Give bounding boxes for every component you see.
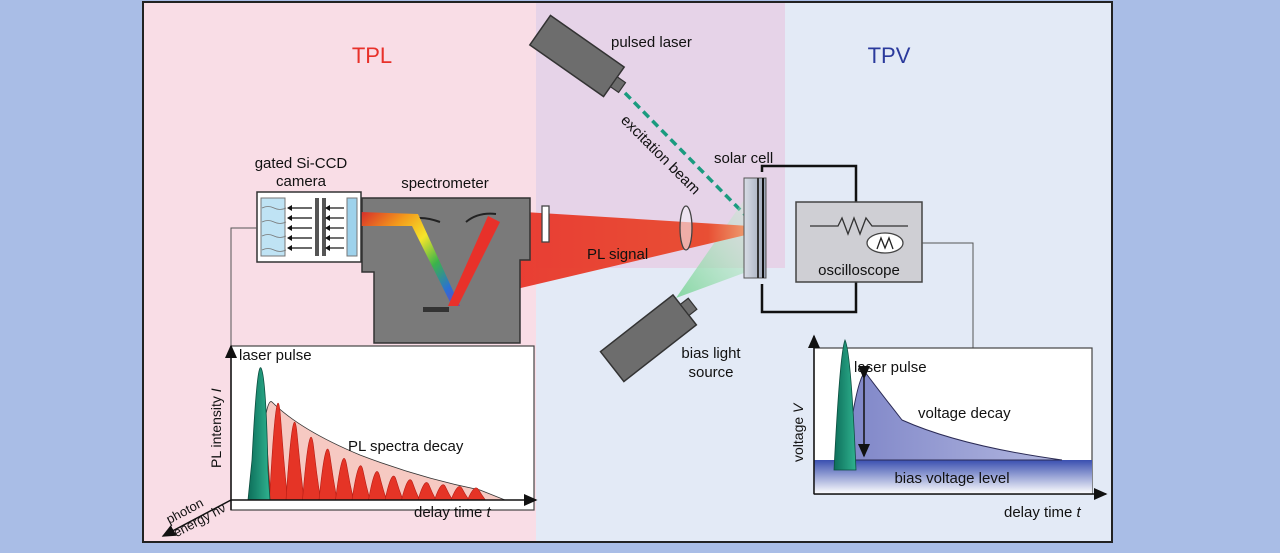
excitation-beam [623, 91, 760, 230]
svg-text:PL intensity I: PL intensity I [208, 388, 224, 468]
voltage-decay-label: voltage decay [918, 405, 1011, 422]
internal-red-beam [448, 216, 500, 306]
gated-si-ccd-camera [256, 191, 362, 263]
tpv-y-axis-label: voltage V [790, 402, 806, 462]
tpv-x-axis-symbol: t [1077, 504, 1082, 521]
voltage-decay-area [845, 371, 1063, 461]
bias-light-label-line1: bias light [681, 345, 741, 362]
tpl-y-axis-symbol: I [208, 388, 224, 392]
pl-spectrum-peak [351, 465, 371, 501]
bias-light-source [599, 293, 698, 383]
tpl-title: TPL [352, 43, 392, 68]
tpl-plot [161, 344, 538, 537]
circuit-wire-bottom [760, 282, 858, 314]
pl-spectrum-peak [285, 421, 305, 501]
pl-spectrum-peak [302, 436, 321, 501]
camera-label-line2: camera [276, 173, 327, 190]
tpl-laser-pulse-label: laser pulse [239, 347, 312, 364]
oscilloscope-label: oscilloscope [818, 262, 900, 279]
pl-spectrum-peak [450, 486, 470, 501]
pl-spectrum-peak [434, 484, 454, 501]
tpl-laser-pulse-peak [247, 367, 271, 501]
tpv-y-axis-text: voltage [790, 417, 806, 462]
bias-light-label-line2: source [688, 364, 733, 381]
pl-spectrum-peak [318, 448, 338, 501]
scope-cable [922, 242, 974, 348]
pulsed-laser-label: pulsed laser [611, 34, 692, 51]
svg-text:voltage V: voltage V [790, 402, 806, 462]
tpv-plot [808, 334, 1108, 500]
pl-spectrum-peak [467, 487, 487, 501]
pl-spectrum-peak [335, 458, 354, 501]
dispersed-spectrum [360, 212, 460, 306]
resistor-symbol [810, 216, 908, 236]
tpl-x-axis-symbol: t [487, 504, 492, 521]
collecting-lens [679, 205, 693, 251]
tpv-laser-pulse-label: laser pulse [854, 359, 927, 376]
pulsed-laser [528, 14, 627, 98]
tpl-y-axis-text: PL intensity [208, 396, 224, 468]
solar-cell-label: solar cell [714, 150, 773, 167]
diagram-frame [142, 1, 1113, 543]
spectrometer-label: spectrometer [401, 175, 489, 192]
circuit-wire-top [760, 164, 858, 202]
bias-voltage-band [814, 460, 1092, 494]
tpv-x-axis-text: delay time [1004, 504, 1072, 521]
tpv-x-axis-label: delay time t [1004, 504, 1082, 521]
oscilloscope [795, 201, 923, 283]
pl-spectrum-peak [368, 471, 387, 501]
pl-spectrum-peak [401, 479, 420, 501]
pl-spectrum-peak [269, 403, 288, 501]
entrance-filter [541, 205, 550, 243]
pl-spectrum-peak [384, 475, 404, 501]
pl-signal-label: PL signal [587, 246, 648, 263]
tpl-x-axis-label: delay time t [414, 504, 492, 521]
pl-spectrum-peak [417, 482, 437, 501]
camera-cable [230, 227, 257, 346]
tpv-laser-pulse-peak [833, 339, 857, 471]
tpv-y-axis-symbol: V [790, 402, 806, 413]
tpl-y-axis-label: PL intensity I [208, 388, 224, 468]
scope-screen [866, 232, 904, 254]
camera-label-line1: gated Si-CCD [255, 155, 348, 172]
tpv-title: TPV [868, 43, 911, 68]
solar-cell [743, 177, 767, 279]
tpl-x-axis-text: delay time [414, 504, 482, 521]
bias-voltage-level-label: bias voltage level [894, 470, 1009, 487]
bias-light-cone [676, 200, 752, 298]
pl-spectra-decay-label: PL spectra decay [348, 438, 464, 455]
